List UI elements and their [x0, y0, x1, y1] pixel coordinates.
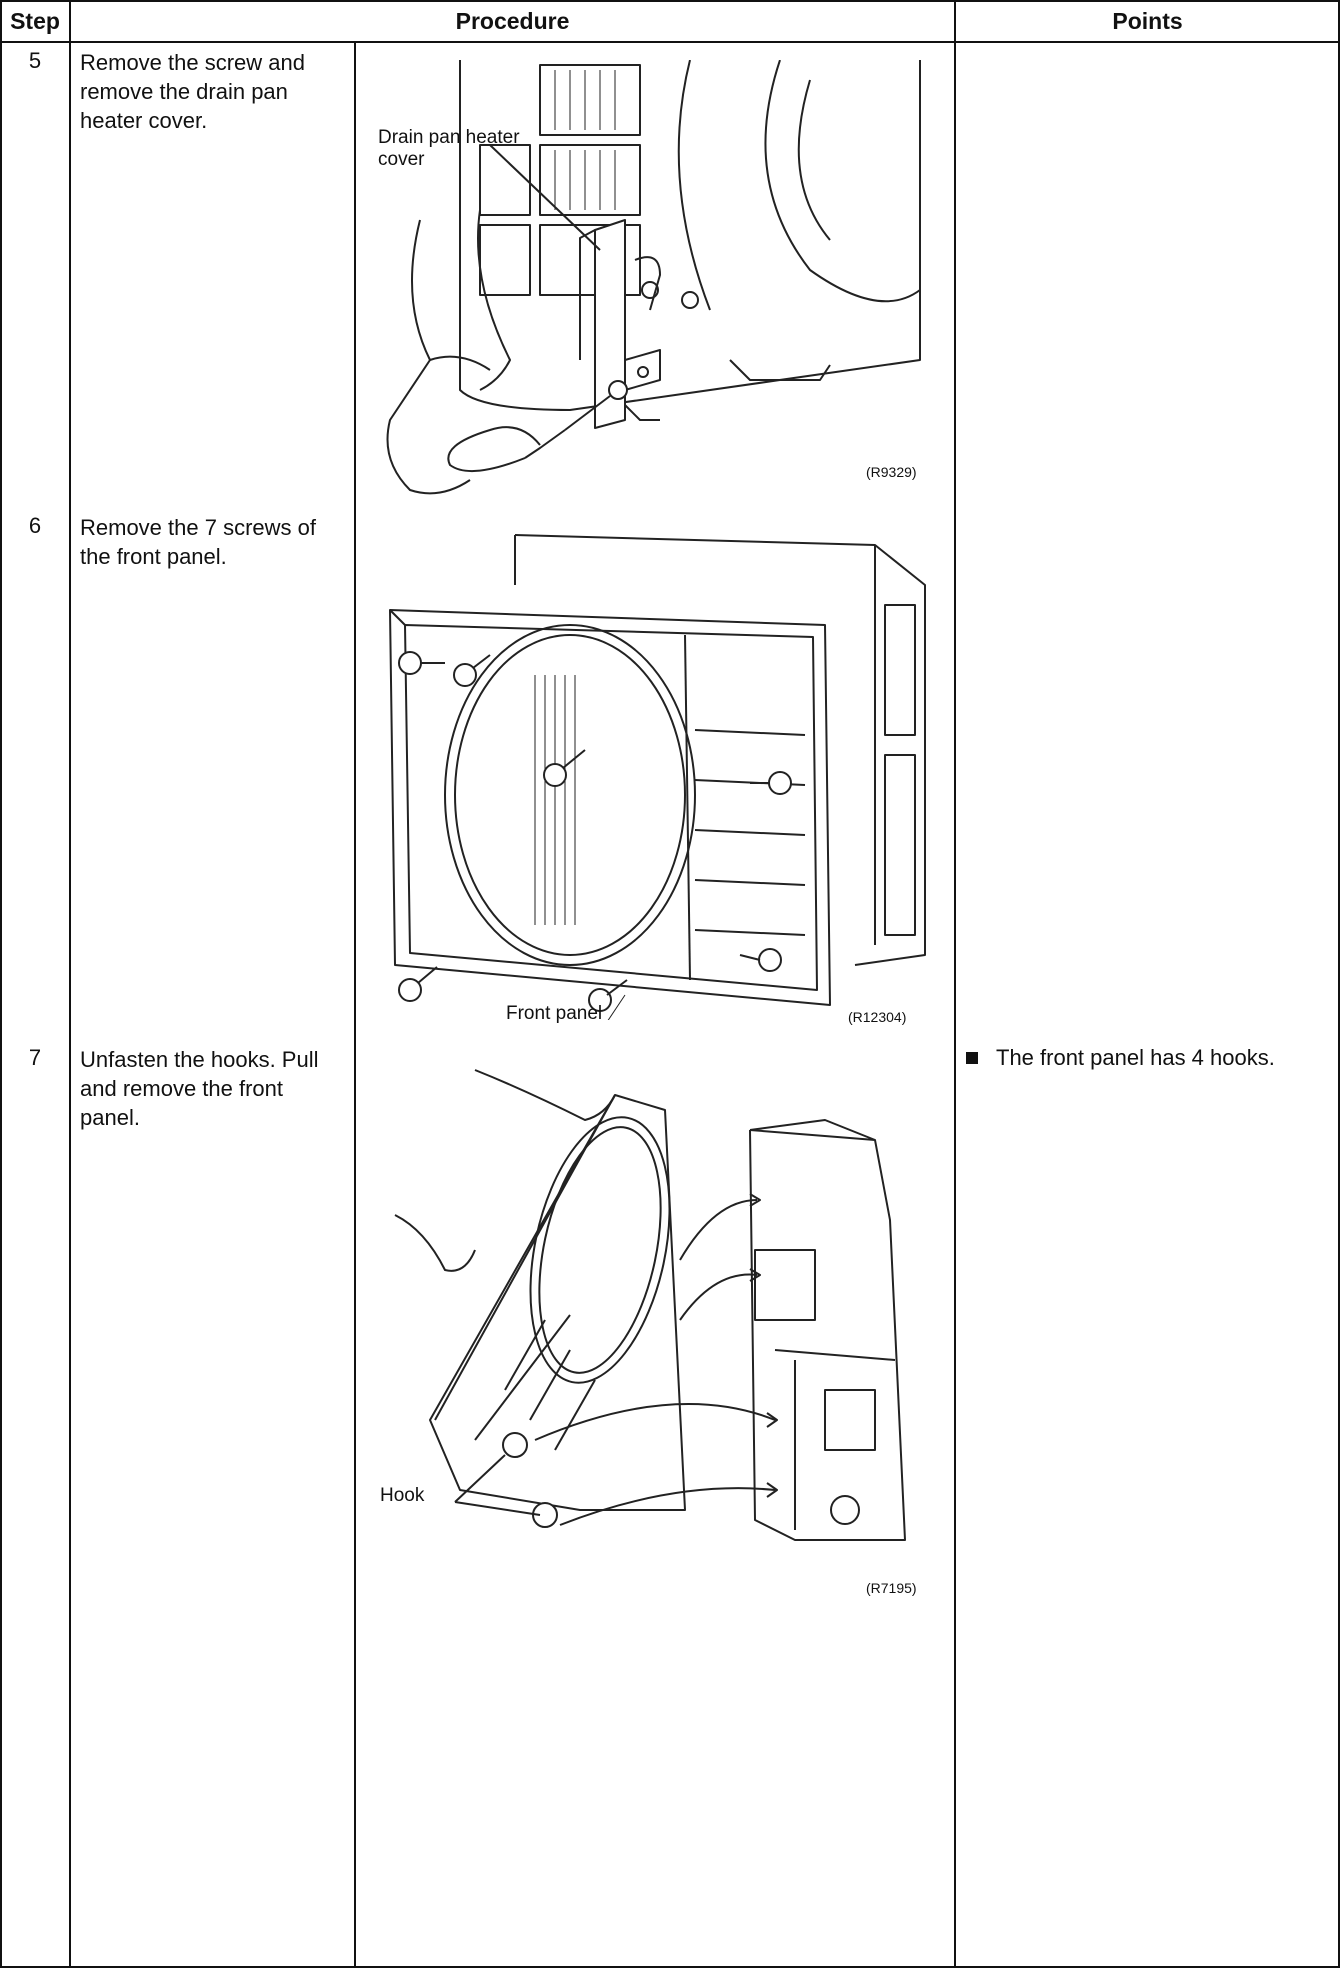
step-6-text: Remove the 7 screws of the front panel. — [80, 515, 316, 569]
step-6-number: 6 — [28, 513, 42, 538]
step-7-number: 7 — [28, 1045, 42, 1070]
header-procedure: Procedure — [455, 7, 570, 34]
point-front-panel-hooks: The front panel has 4 hooks. — [966, 1045, 1275, 1071]
drain-pan-heater-cover-label: Drain pan heater cover — [378, 127, 520, 170]
step-5-number: 5 — [28, 48, 42, 73]
unfasten-hooks-illustration — [355, 1060, 950, 1600]
hook-label: Hook — [380, 1485, 425, 1506]
step-7-text: Unfasten the hooks. Pull and remove the … — [80, 1047, 319, 1130]
figure-ref-r12304: (R12304) — [848, 1009, 907, 1025]
step-5-text: Remove the screw and remove the drain pa… — [80, 50, 305, 133]
header-step: Step — [10, 7, 60, 34]
drain-pan-cover-illustration — [360, 60, 950, 500]
figure-ref-r9329: (R9329) — [866, 464, 917, 480]
bullet-square-icon — [966, 1052, 978, 1064]
header-points: Points — [1112, 7, 1183, 34]
front-panel-label: Front panel — [506, 1003, 603, 1024]
point-text: The front panel has 4 hooks. — [996, 1045, 1275, 1070]
figure-ref-r7195: (R7195) — [866, 1580, 917, 1596]
front-panel-screws-illustration — [355, 525, 950, 1020]
